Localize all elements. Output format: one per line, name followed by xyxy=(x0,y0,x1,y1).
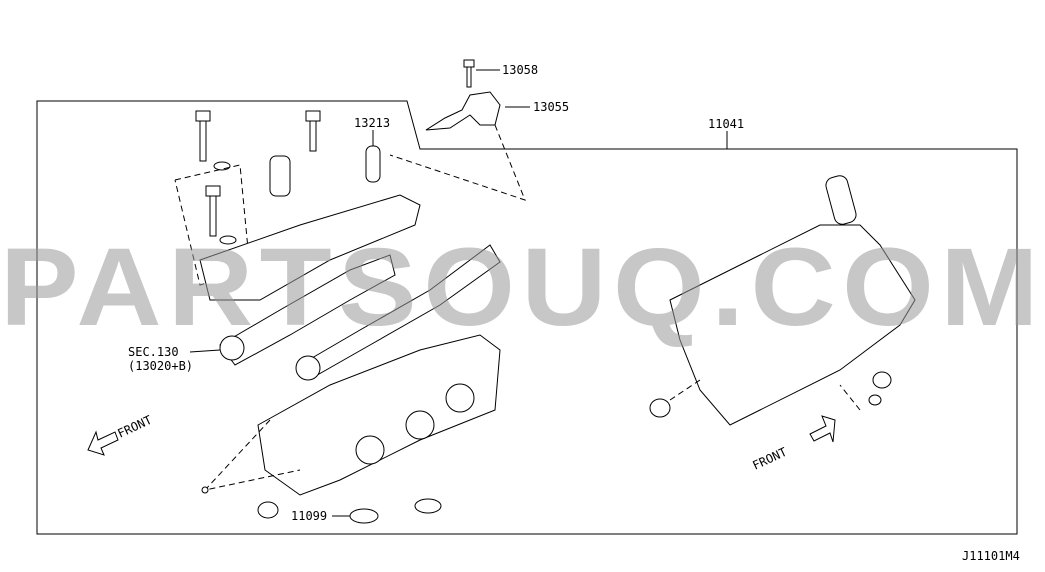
callout-13058[interactable]: 13058 xyxy=(502,63,538,77)
cylinder-head-left[interactable] xyxy=(257,334,501,496)
dowel xyxy=(269,155,291,197)
diagram-code: J11101M4 xyxy=(962,549,1020,563)
front-arrow-left-icon xyxy=(87,430,119,456)
front-label-right: FRONT xyxy=(750,445,789,473)
callout-11041[interactable]: 11041 xyxy=(708,117,744,131)
bracket-13055[interactable] xyxy=(425,91,530,131)
front-arrow-right-icon xyxy=(809,415,836,443)
seal-11099[interactable] xyxy=(257,498,442,524)
camshaft-bracket xyxy=(199,194,421,301)
head-bolts[interactable] xyxy=(195,110,321,245)
callout-11099[interactable]: 11099 xyxy=(291,509,327,523)
callout-13213[interactable]: 13213 xyxy=(354,116,390,130)
callout-sec-130[interactable]: SEC.130 xyxy=(128,345,179,359)
callout-13055[interactable]: 13055 xyxy=(533,100,569,114)
camshafts[interactable] xyxy=(219,244,501,381)
bolt-13058[interactable] xyxy=(463,59,500,88)
callout-sec-130-sub: (13020+B) xyxy=(128,359,193,373)
watermark: PARTSOUQ.COM xyxy=(0,226,1045,349)
front-label-left: FRONT xyxy=(115,413,154,441)
assembly-frame xyxy=(36,100,1018,535)
dowel-13213[interactable] xyxy=(365,130,381,183)
cylinder-head-11041[interactable] xyxy=(649,174,916,426)
